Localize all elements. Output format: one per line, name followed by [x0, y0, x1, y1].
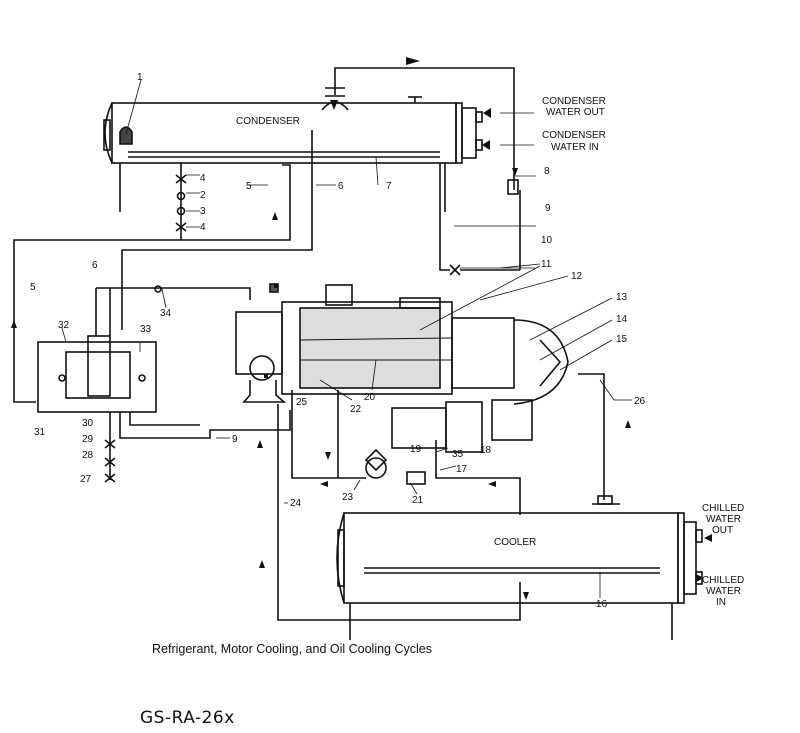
callout-15: 15 [616, 334, 628, 345]
callout-6b: 6 [92, 260, 98, 271]
figure-code: GS-RA-26x [140, 708, 235, 728]
callout-29: 29 [82, 434, 94, 445]
callout-32: 32 [58, 320, 70, 331]
discharge-line [321, 67, 521, 270]
callout-5a: 5 [246, 181, 252, 192]
condenser-water-in-label-1: CONDENSER [542, 130, 606, 141]
callout-12: 12 [571, 271, 583, 282]
condenser-vessel [103, 102, 483, 212]
callout-35: 35 [452, 449, 464, 460]
callout-22: 22 [350, 404, 362, 415]
callout-1: 1 [137, 72, 143, 83]
callout-24: 24 [290, 498, 302, 509]
cooler-vessel [336, 512, 703, 640]
callout-4b: 4 [200, 222, 206, 233]
callout-34: 34 [160, 308, 172, 319]
callout-6a: 6 [338, 181, 344, 192]
callout-10: 10 [541, 235, 553, 246]
liquid-line-valves [175, 163, 291, 241]
callout-9a: 9 [545, 203, 551, 214]
callout-33: 33 [140, 324, 152, 335]
callout-4a: 4 [200, 173, 206, 184]
callout-28: 28 [82, 450, 94, 461]
callout-25: 25 [296, 397, 308, 408]
chilled-water-in-label-1: CHILLED [702, 575, 744, 586]
callout-11: 11 [541, 259, 552, 270]
callout-18: 18 [480, 445, 492, 456]
callout-23: 23 [342, 492, 354, 503]
condenser-label: CONDENSER [236, 116, 300, 127]
callout-3: 3 [200, 206, 206, 217]
drain-valves [104, 412, 116, 483]
callout-2: 2 [200, 190, 206, 201]
callout-5b: 5 [30, 282, 36, 293]
chilled-water-out-label-2: WATER [706, 514, 741, 525]
condenser-water-out-label-2: WATER OUT [546, 107, 605, 118]
callout-8: 8 [544, 166, 550, 177]
figure-caption: Refrigerant, Motor Cooling, and Oil Cool… [152, 642, 432, 656]
callout-19: 19 [410, 444, 422, 455]
chilled-water-out-label-1: CHILLED [702, 503, 744, 514]
callout-30: 30 [82, 418, 94, 429]
chilled-water-in-label-3: IN [716, 597, 726, 608]
callout-26: 26 [634, 396, 646, 407]
oil-reservoir [37, 288, 291, 439]
cooler-label: COOLER [494, 537, 536, 548]
oil-pump [391, 401, 483, 453]
callout-27: 27 [80, 474, 92, 485]
chilled-water-in-label-2: WATER [706, 586, 741, 597]
callout-21: 21 [412, 495, 424, 506]
callout-17: 17 [456, 464, 468, 475]
condenser-water-in-label-2: WATER IN [551, 142, 599, 153]
callout-7: 7 [386, 181, 392, 192]
callout-31: 31 [34, 427, 46, 438]
callout-9b: 9 [232, 434, 238, 445]
callout-16: 16 [596, 599, 608, 610]
callout-13: 13 [616, 292, 628, 303]
condenser-water-out-label-1: CONDENSER [542, 96, 606, 107]
callout-20: 20 [364, 392, 376, 403]
callout-14: 14 [616, 314, 628, 325]
compressor-assembly [235, 284, 569, 441]
chilled-water-out-label-3: OUT [712, 525, 733, 536]
